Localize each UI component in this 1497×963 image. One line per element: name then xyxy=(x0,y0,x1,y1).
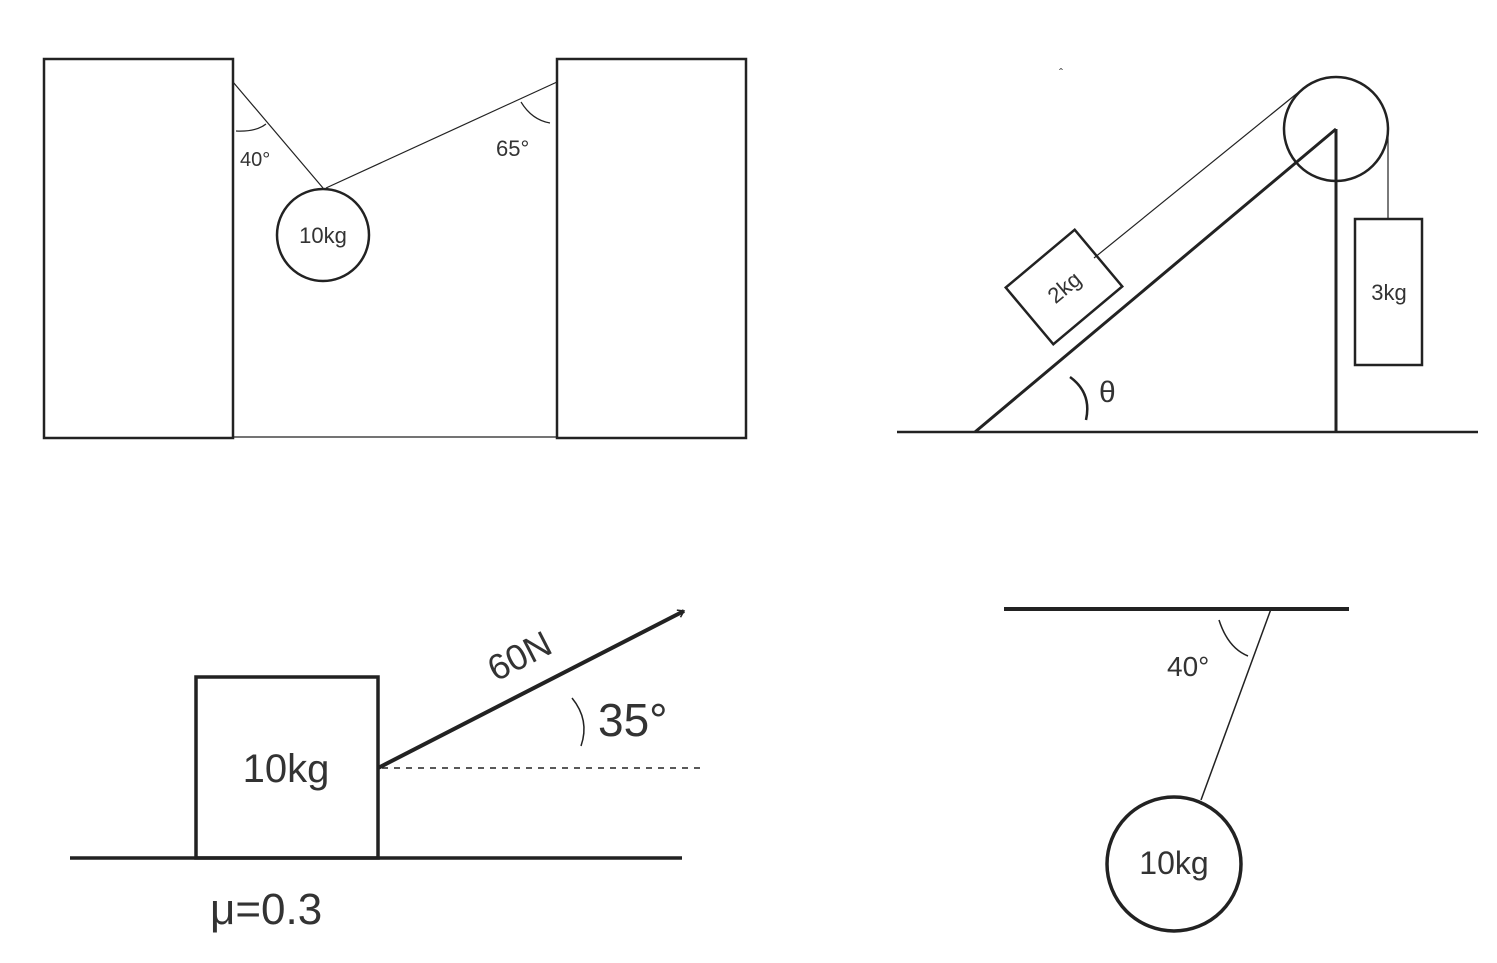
left-wall xyxy=(42,57,235,440)
incline-angle-arc xyxy=(1069,375,1089,421)
hanging-cable xyxy=(1200,608,1272,801)
diagram-hanging-mass: 40° 10kg xyxy=(1004,607,1349,933)
diagram-two-cable-suspension: 40° 65° 10kg xyxy=(42,57,748,440)
diagram-pulled-block: 10kg 60N 35° μ=0.3 xyxy=(70,609,706,934)
ceiling-angle-label: 40° xyxy=(1167,651,1209,682)
pulley xyxy=(1282,75,1390,183)
force-angle-label: 35° xyxy=(598,694,668,746)
rope-incline-segment xyxy=(1093,90,1301,259)
right-wall xyxy=(555,57,748,440)
incline-surface xyxy=(974,127,1337,434)
block-label: 10kg xyxy=(243,747,330,791)
right-angle-arc xyxy=(520,101,551,124)
friction-coefficient-label: μ=0.3 xyxy=(210,885,322,934)
hanging-mass-label: 10kg xyxy=(1139,845,1208,881)
left-angle-label: 40° xyxy=(240,149,270,171)
right-cable xyxy=(325,81,558,189)
incline-angle-label: θ xyxy=(1099,376,1116,409)
suspended-mass-label: 10kg xyxy=(299,223,347,248)
stray-mark: ˆ xyxy=(1059,66,1063,80)
hanging-block xyxy=(1353,217,1424,367)
force-arrow xyxy=(377,609,686,770)
force-label: 60N xyxy=(481,623,558,690)
force-label-group: 60N xyxy=(481,623,558,690)
right-angle-label: 65° xyxy=(496,136,529,161)
left-angle-arc xyxy=(235,123,267,132)
force-angle-arc xyxy=(571,697,585,747)
hanging-mass xyxy=(1105,795,1243,933)
incline-block-label: 2kg xyxy=(1043,266,1086,308)
left-cable xyxy=(232,81,324,189)
suspended-mass xyxy=(275,187,371,283)
hanging-block-label: 3kg xyxy=(1371,280,1406,305)
incline-block: 2kg xyxy=(1003,227,1125,347)
ceiling-angle-arc xyxy=(1218,619,1249,657)
diagram-incline-pulley: ˆ 2kg 3kg θ xyxy=(897,66,1478,434)
incline-block-body xyxy=(1003,227,1125,347)
